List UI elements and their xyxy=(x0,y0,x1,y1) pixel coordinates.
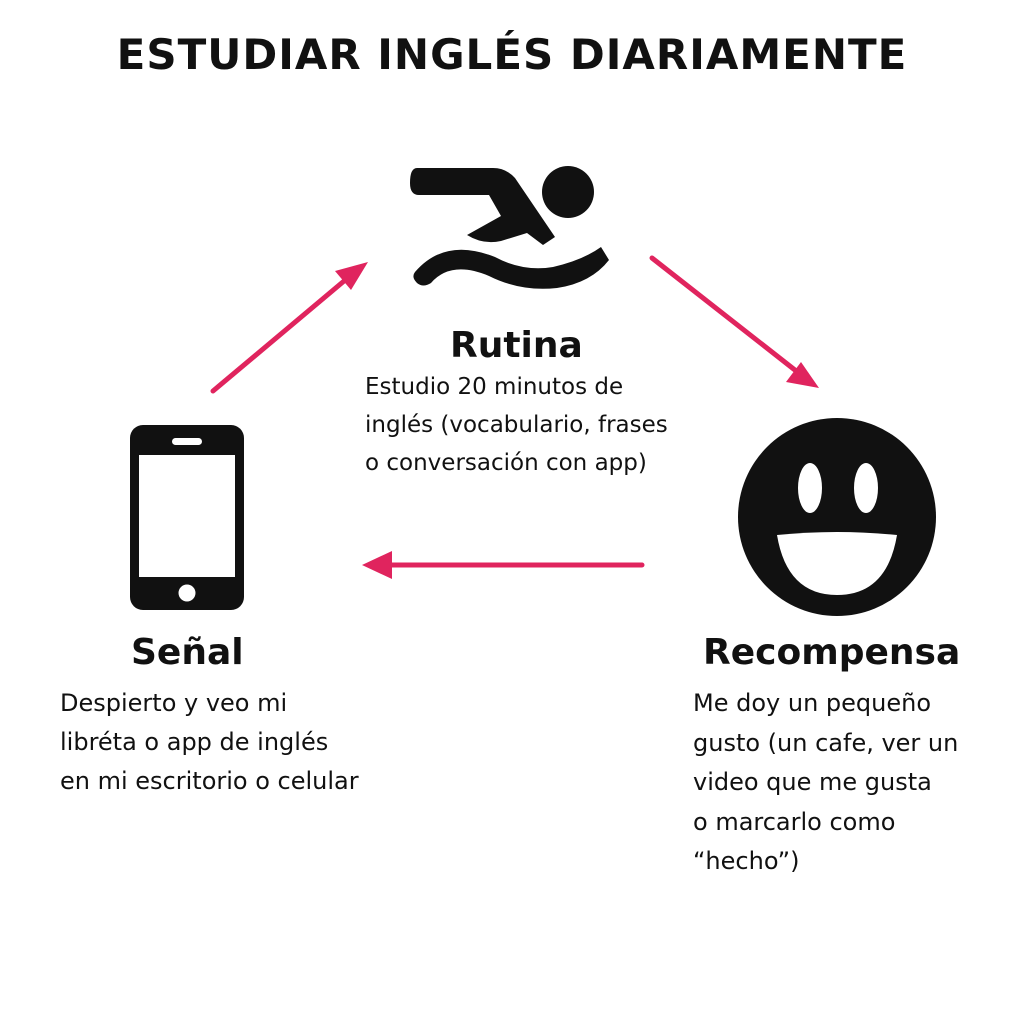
rutina-heading: Rutina xyxy=(450,325,583,366)
senal-heading: Señal xyxy=(131,632,244,673)
senal-description: Despierto y veo mi libréta o app de ingl… xyxy=(60,689,359,795)
swimmer-icon xyxy=(410,166,609,289)
arrow-senal-to-rutina xyxy=(210,262,368,394)
rutina-description: Estudio 20 minutos de inglés (vocabulari… xyxy=(365,374,668,476)
page-title: ESTUDIAR INGLÉS DIARIAMENTE xyxy=(116,30,908,79)
recompensa-heading: Recompensa xyxy=(703,632,961,673)
smartphone-icon xyxy=(130,425,244,610)
smiley-face-icon xyxy=(738,418,936,616)
arrow-rutina-to-recompensa xyxy=(649,255,819,388)
recompensa-description: Me doy un pequeño gusto (un cafe, ver un… xyxy=(693,689,959,875)
arrow-recompensa-to-senal xyxy=(362,551,645,579)
